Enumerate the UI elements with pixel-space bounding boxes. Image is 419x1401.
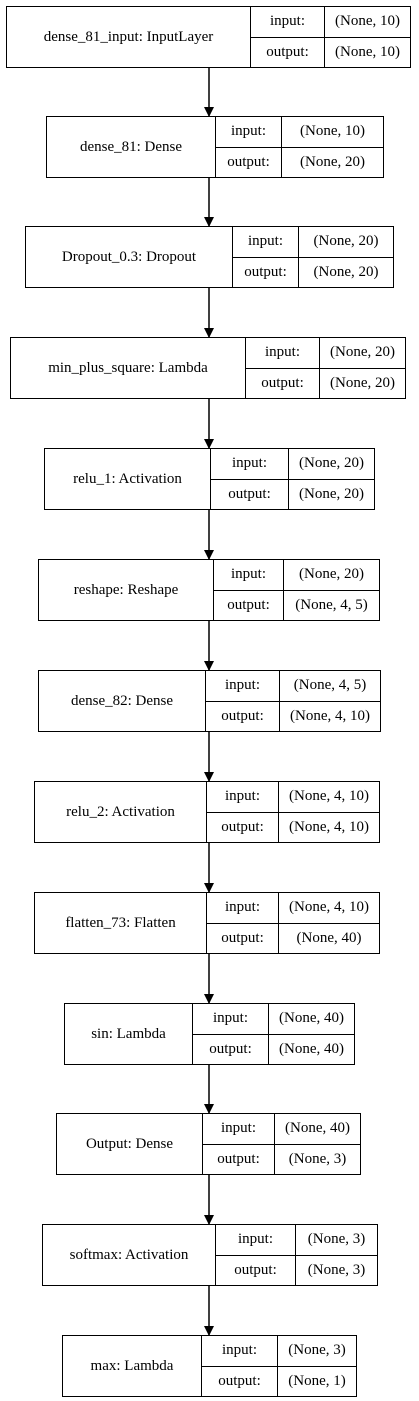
layer-name: max: Lambda <box>90 1357 174 1374</box>
input-shape: (None, 40) <box>275 1114 360 1145</box>
layer-node: reshape: Reshape input:(None, 20)output: (… <box>38 559 380 621</box>
layer-name: softmax: Activation <box>69 1246 189 1263</box>
layer-node: Output: Dense input:(None, 40)output: (Non… <box>56 1113 361 1175</box>
layer-name: Output: Dense <box>85 1135 174 1152</box>
output-shape: (None, 1) <box>288 1372 346 1389</box>
layer-name: flatten_73: Flatten <box>65 914 176 931</box>
input-label: input: <box>216 1225 296 1256</box>
output-label: output: <box>211 479 290 509</box>
input-shape: (None, 20) <box>299 227 393 258</box>
output-label: output: <box>193 1034 270 1064</box>
output-shape: (None, 20) <box>300 153 365 170</box>
output-shape: (None, 40) <box>296 929 362 946</box>
output-shape: (None, 10) <box>335 43 400 60</box>
output-label: output: <box>246 368 320 398</box>
input-label: input: <box>246 338 320 369</box>
output-shape: (None, 20) <box>313 263 379 280</box>
layer-name: sin: Lambda <box>91 1025 166 1042</box>
output-label: output: <box>251 37 326 67</box>
output-label: output: <box>216 1255 296 1285</box>
input-label: input: <box>211 449 290 480</box>
input-label: input: <box>193 1004 270 1035</box>
layer-name: min_plus_square: Lambda <box>48 359 208 376</box>
output-shape: (None, 20) <box>330 374 395 391</box>
input-shape: (None, 20) <box>320 338 405 369</box>
input-shape: (None, 10) <box>282 117 383 148</box>
output-label: output: <box>202 1366 278 1396</box>
output-shape: (None, 3) <box>288 1150 347 1167</box>
layer-name: Dropout_0.3: Dropout <box>61 248 197 265</box>
input-shape: (None, 3) <box>296 1225 377 1256</box>
layer-node: max: Lambda input:(None, 3)output: (None, … <box>62 1335 357 1397</box>
layer-name: relu_1: Activation <box>73 470 182 487</box>
output-label: output: <box>206 701 280 731</box>
input-shape: (None, 4, 10) <box>279 782 379 813</box>
input-shape: (None, 4, 5) <box>280 671 380 702</box>
output-label: output: <box>214 590 284 620</box>
input-label: input: <box>216 117 282 148</box>
layer-node: dense_82: Dense input:(None, 4, 5)output:… <box>38 670 381 732</box>
layer-node: dense_81: Dense input:(None, 10)output: (N… <box>46 116 384 178</box>
layer-name: reshape: Reshape <box>73 581 179 598</box>
input-shape: (None, 4, 10) <box>279 893 379 924</box>
output-shape: (None, 40) <box>279 1040 344 1057</box>
input-label: input: <box>202 1336 278 1367</box>
output-shape: (None, 4, 5) <box>295 596 368 613</box>
layer-node: flatten_73: Flatten input:(None, 4, 10)ou… <box>34 892 380 954</box>
output-label: output: <box>207 923 280 953</box>
input-shape: (None, 10) <box>325 7 410 38</box>
input-label: input: <box>233 227 299 258</box>
input-label: input: <box>207 893 280 924</box>
layer-name: dense_81: Dense <box>79 138 183 155</box>
output-label: output: <box>207 812 280 842</box>
output-label: output: <box>233 257 299 287</box>
input-label: input: <box>206 671 280 702</box>
layer-name: relu_2: Activation <box>66 803 175 820</box>
input-shape: (None, 20) <box>284 560 379 591</box>
output-label: output: <box>216 147 282 177</box>
output-shape: (None, 4, 10) <box>289 818 369 835</box>
input-label: input: <box>203 1114 276 1145</box>
input-label: input: <box>214 560 284 591</box>
output-shape: (None, 3) <box>307 1261 366 1278</box>
layer-name: dense_82: Dense <box>70 692 174 709</box>
input-shape: (None, 40) <box>269 1004 354 1035</box>
input-label: input: <box>207 782 280 813</box>
output-label: output: <box>203 1144 276 1174</box>
layer-name: dense_81_input: InputLayer <box>43 28 214 45</box>
output-shape: (None, 4, 10) <box>290 707 370 724</box>
output-shape: (None, 20) <box>299 485 364 502</box>
input-shape: (None, 20) <box>289 449 374 480</box>
input-label: input: <box>251 7 326 38</box>
input-shape: (None, 3) <box>278 1336 356 1367</box>
